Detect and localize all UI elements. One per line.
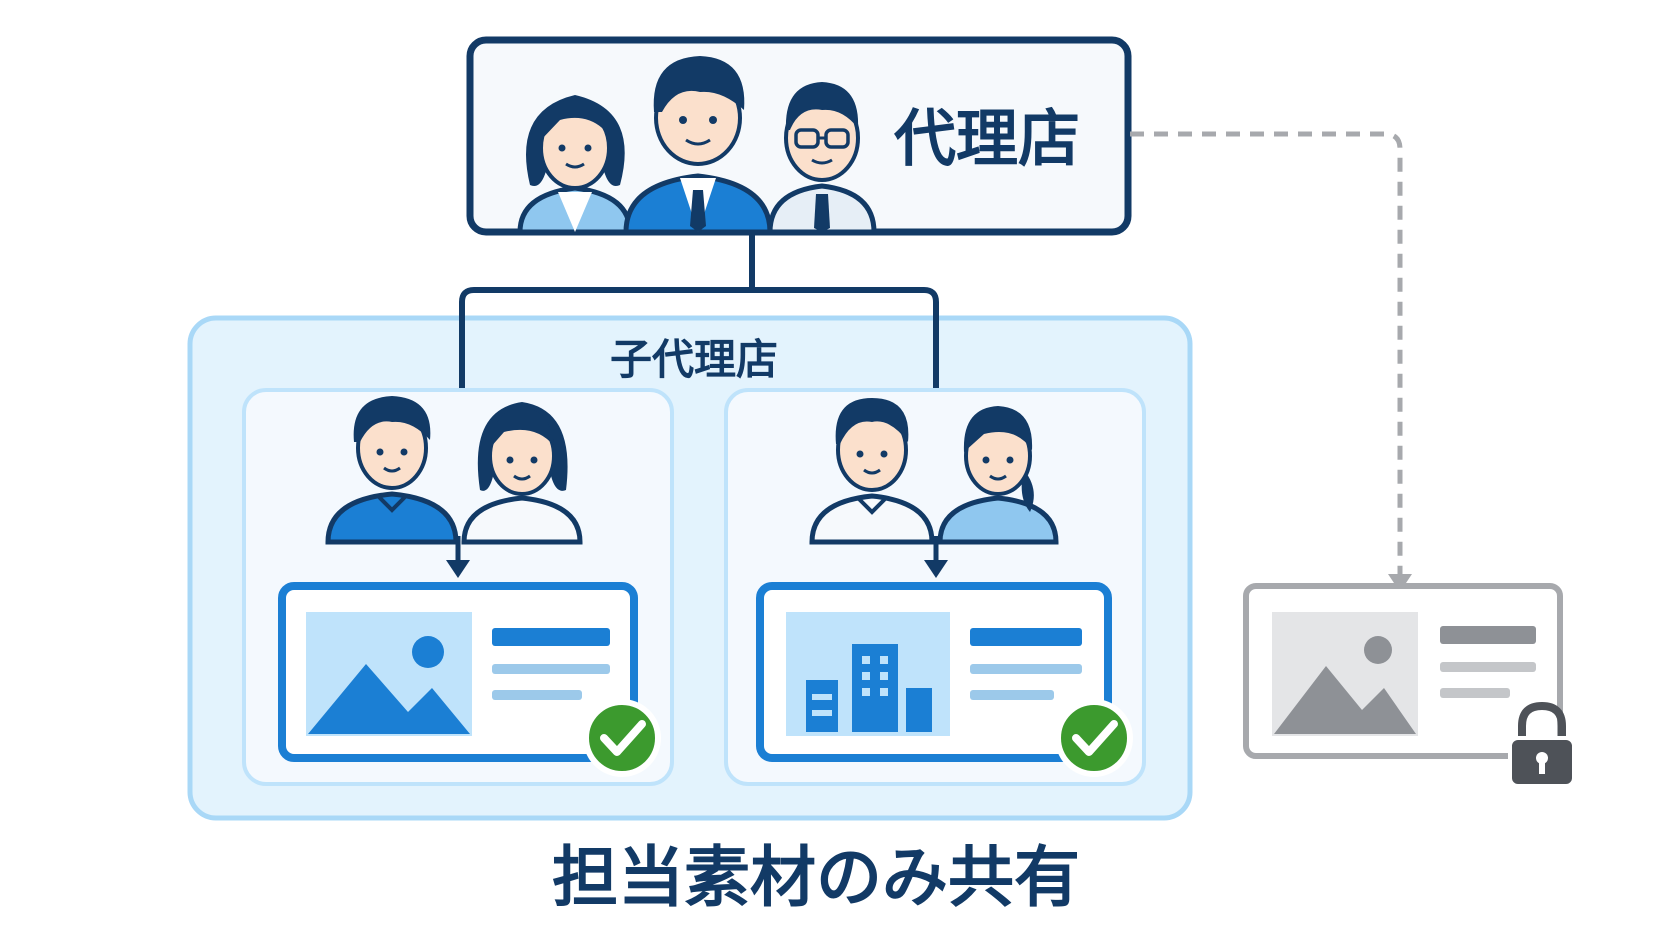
text-line — [492, 628, 610, 646]
person-icon — [325, 396, 459, 545]
check-icon — [583, 699, 661, 777]
person-icon — [461, 402, 583, 545]
text-line — [492, 690, 582, 700]
text-line — [492, 664, 610, 674]
check-icon — [1055, 699, 1133, 777]
text-line — [1440, 626, 1536, 644]
dashed-connector — [1130, 131, 1403, 585]
lock-icon — [1508, 701, 1576, 788]
person-icon — [809, 398, 935, 545]
image-icon — [1272, 612, 1418, 736]
person-icon — [767, 82, 877, 235]
text-line — [970, 690, 1054, 700]
text-line — [1440, 662, 1536, 672]
person-icon — [623, 56, 773, 235]
asset-card-right — [756, 582, 1112, 762]
text-line — [1440, 688, 1510, 698]
tree-connector — [459, 232, 939, 392]
sub-agency-label: 子代理店 — [610, 335, 778, 384]
locked-asset-card — [1243, 583, 1576, 788]
footer-caption: 担当素材のみ共有 — [552, 839, 1080, 916]
text-line — [970, 664, 1082, 674]
sub-agency-group-right — [724, 388, 1146, 786]
agency-label: 代理店 — [893, 102, 1080, 175]
image-icon — [306, 612, 472, 736]
asset-card-left — [278, 582, 638, 762]
building-icon — [786, 612, 950, 736]
agency-box: 代理店 — [466, 36, 1132, 236]
person-icon — [937, 406, 1059, 545]
text-line — [970, 628, 1082, 646]
sub-agency-group-left — [242, 388, 674, 786]
